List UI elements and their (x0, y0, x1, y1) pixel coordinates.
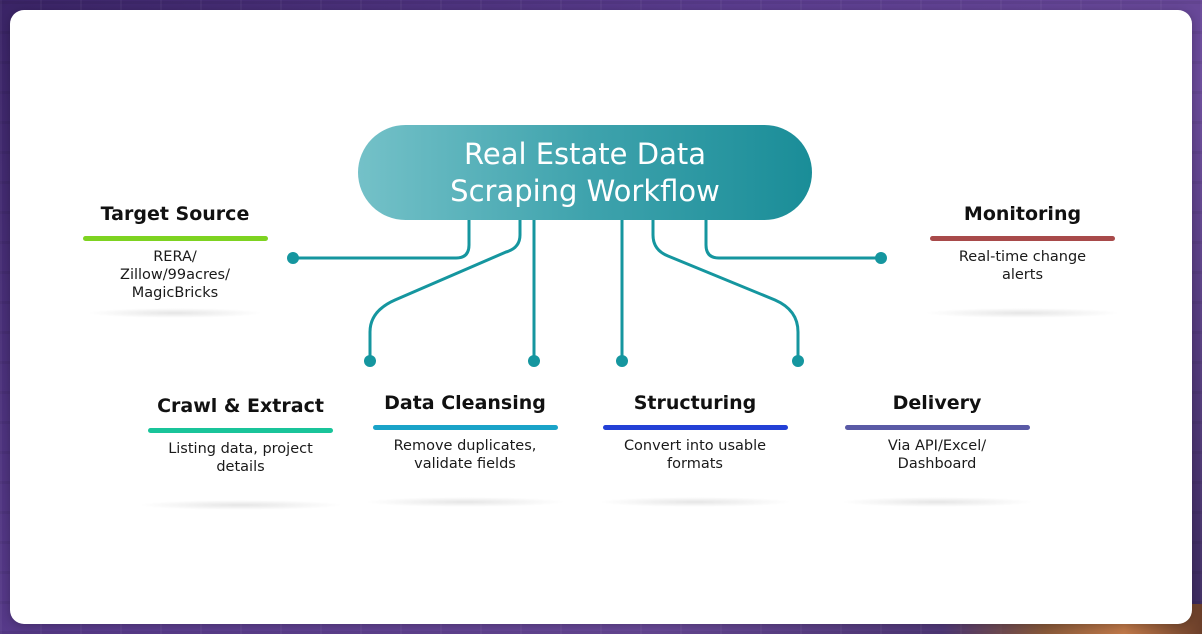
node-description: Convert into usable formats (623, 438, 767, 472)
node-structuring: Structuring Convert into usable formats (580, 385, 810, 507)
node-description: Listing data, project details (168, 441, 313, 475)
node-delivery: Delivery Via API/Excel/ Dashboard (822, 385, 1052, 507)
node-title: Structuring (633, 392, 757, 414)
node-monitoring: Monitoring Real-time change alerts (905, 196, 1140, 318)
node-crawl-extract: Crawl & Extract Listing data, project de… (118, 388, 363, 510)
node-underline (148, 428, 333, 433)
node-data-cleansing: Data Cleansing Remove duplicates, valida… (345, 385, 585, 507)
node-title: Data Cleansing (384, 392, 546, 414)
diagram-card (10, 10, 1192, 624)
node-underline (930, 236, 1115, 241)
node-title: Target Source (100, 203, 250, 225)
node-title: Crawl & Extract (157, 395, 324, 417)
node-underline (372, 425, 558, 430)
workflow-title-pill: Real Estate Data Scraping Workflow (358, 125, 812, 220)
node-description: Remove duplicates, validate fields (393, 438, 537, 472)
node-description: RERA/ Zillow/99acres/ MagicBricks (120, 249, 230, 301)
node-title: Delivery (892, 392, 982, 414)
node-description: Via API/Excel/ Dashboard (887, 438, 987, 472)
node-underline (602, 425, 788, 430)
node-target-source: Target Source RERA/ Zillow/99acres/ Magi… (70, 196, 280, 318)
node-underline (82, 236, 268, 241)
node-title: Monitoring (963, 203, 1082, 225)
node-underline (844, 425, 1030, 430)
node-description: Real-time change alerts (958, 249, 1087, 283)
workflow-title: Real Estate Data Scraping Workflow (450, 136, 720, 208)
